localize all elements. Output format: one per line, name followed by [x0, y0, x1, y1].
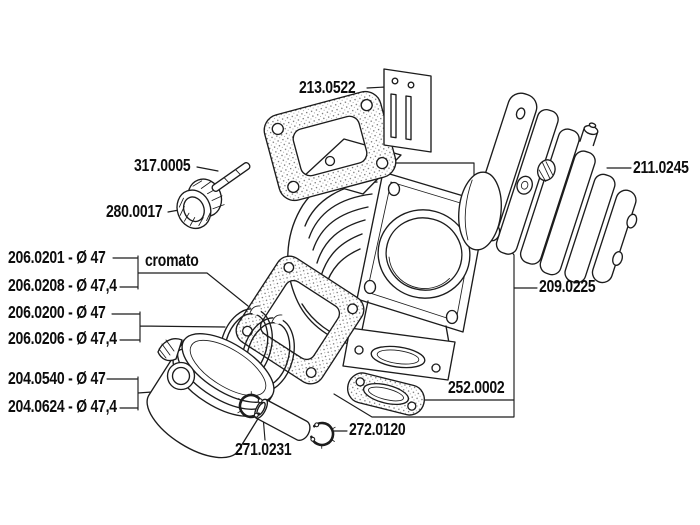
- part-label-209-0225: 209.0225: [539, 276, 596, 296]
- circlip-right: [310, 421, 336, 449]
- part-label-252-0002: 252.0002: [448, 377, 505, 397]
- part-label-206-0208: 206.0208 - Ø 47,4: [8, 275, 117, 295]
- spark-plug-boss: [579, 122, 599, 147]
- part-label-204-0624: 204.0624 - Ø 47,4: [8, 396, 117, 416]
- part-label-213-0522: 213.0522: [299, 77, 356, 97]
- exhaust-gasket: [347, 372, 425, 416]
- part-label-272-0120: 272.0120: [349, 419, 406, 439]
- piston: [146, 333, 275, 459]
- head-gasket: [263, 90, 397, 202]
- note-cromato: cromato: [145, 250, 199, 270]
- part-label-211-0245: 211.0245: [633, 157, 689, 177]
- leader-lines: [106, 86, 632, 441]
- cylinder-bore: [377, 209, 471, 299]
- dowel-pin: [211, 162, 251, 192]
- part-label-206-0201: 206.0201 - Ø 47: [8, 247, 106, 267]
- wrist-pin-hole: [166, 361, 196, 391]
- part-label-271-0231: 271.0231: [235, 439, 292, 459]
- cylinder: [287, 138, 488, 381]
- reed-valve-petals: [383, 68, 432, 153]
- circlip-left: [237, 391, 263, 419]
- oring-gasket: [458, 171, 502, 251]
- part-label-206-0206: 206.0206 - Ø 47,4: [8, 328, 117, 348]
- part-label-317-0005: 317.0005: [134, 155, 191, 175]
- part-label-206-0200: 206.0200 - Ø 47: [8, 302, 106, 322]
- part-label-280-0017: 280.0017: [106, 201, 163, 221]
- part-label-204-0540: 204.0540 - Ø 47: [8, 368, 106, 388]
- needle-cage-bearing: [176, 178, 225, 230]
